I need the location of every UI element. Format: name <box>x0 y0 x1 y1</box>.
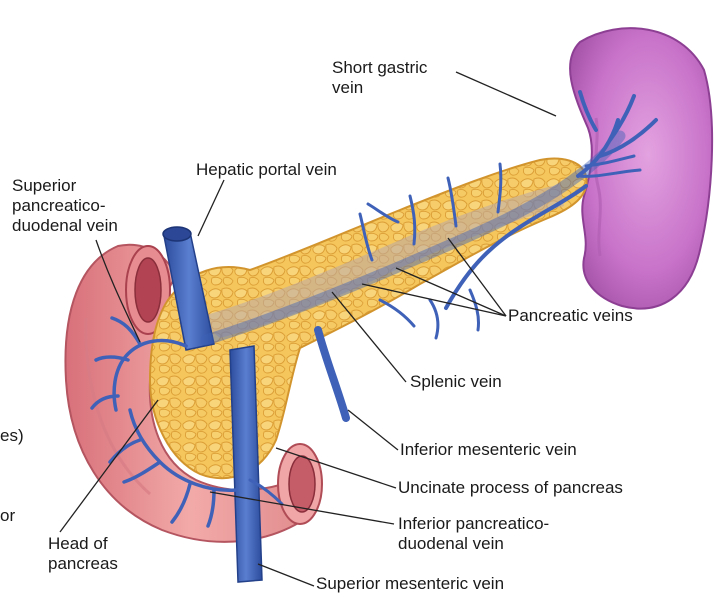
label-superior-mesenteric-vein: Superior mesenteric vein <box>316 574 504 594</box>
label-inferior-pancreaticoduodenal-vein: Inferior pancreatico- duodenal vein <box>398 514 549 554</box>
label-splenic-vein: Splenic vein <box>410 372 502 392</box>
leader-short-gastric <box>456 72 556 116</box>
hepatic-portal-vein-cut-end <box>163 227 191 241</box>
leader-pancreatic-veins-2 <box>396 268 506 316</box>
leader-superior-mesenteric <box>258 564 314 586</box>
inferior-mesenteric-vein <box>318 330 346 418</box>
label-cut-left-1: es) <box>0 426 24 446</box>
leader-inferior-mesenteric <box>348 410 398 450</box>
label-short-gastric-vein: Short gastric vein <box>332 58 427 98</box>
label-superior-pancreaticoduodenal-vein: Superior pancreatico- duodenal vein <box>12 176 118 236</box>
label-pancreatic-veins: Pancreatic veins <box>508 306 633 326</box>
label-head-of-pancreas: Head of pancreas <box>48 534 118 574</box>
label-hepatic-portal-vein: Hepatic portal vein <box>196 160 337 180</box>
leader-hepatic-portal <box>198 180 224 236</box>
label-inferior-mesenteric-vein: Inferior mesenteric vein <box>400 440 577 460</box>
label-uncinate-process: Uncinate process of pancreas <box>398 478 623 498</box>
label-cut-left-2: or <box>0 506 15 526</box>
